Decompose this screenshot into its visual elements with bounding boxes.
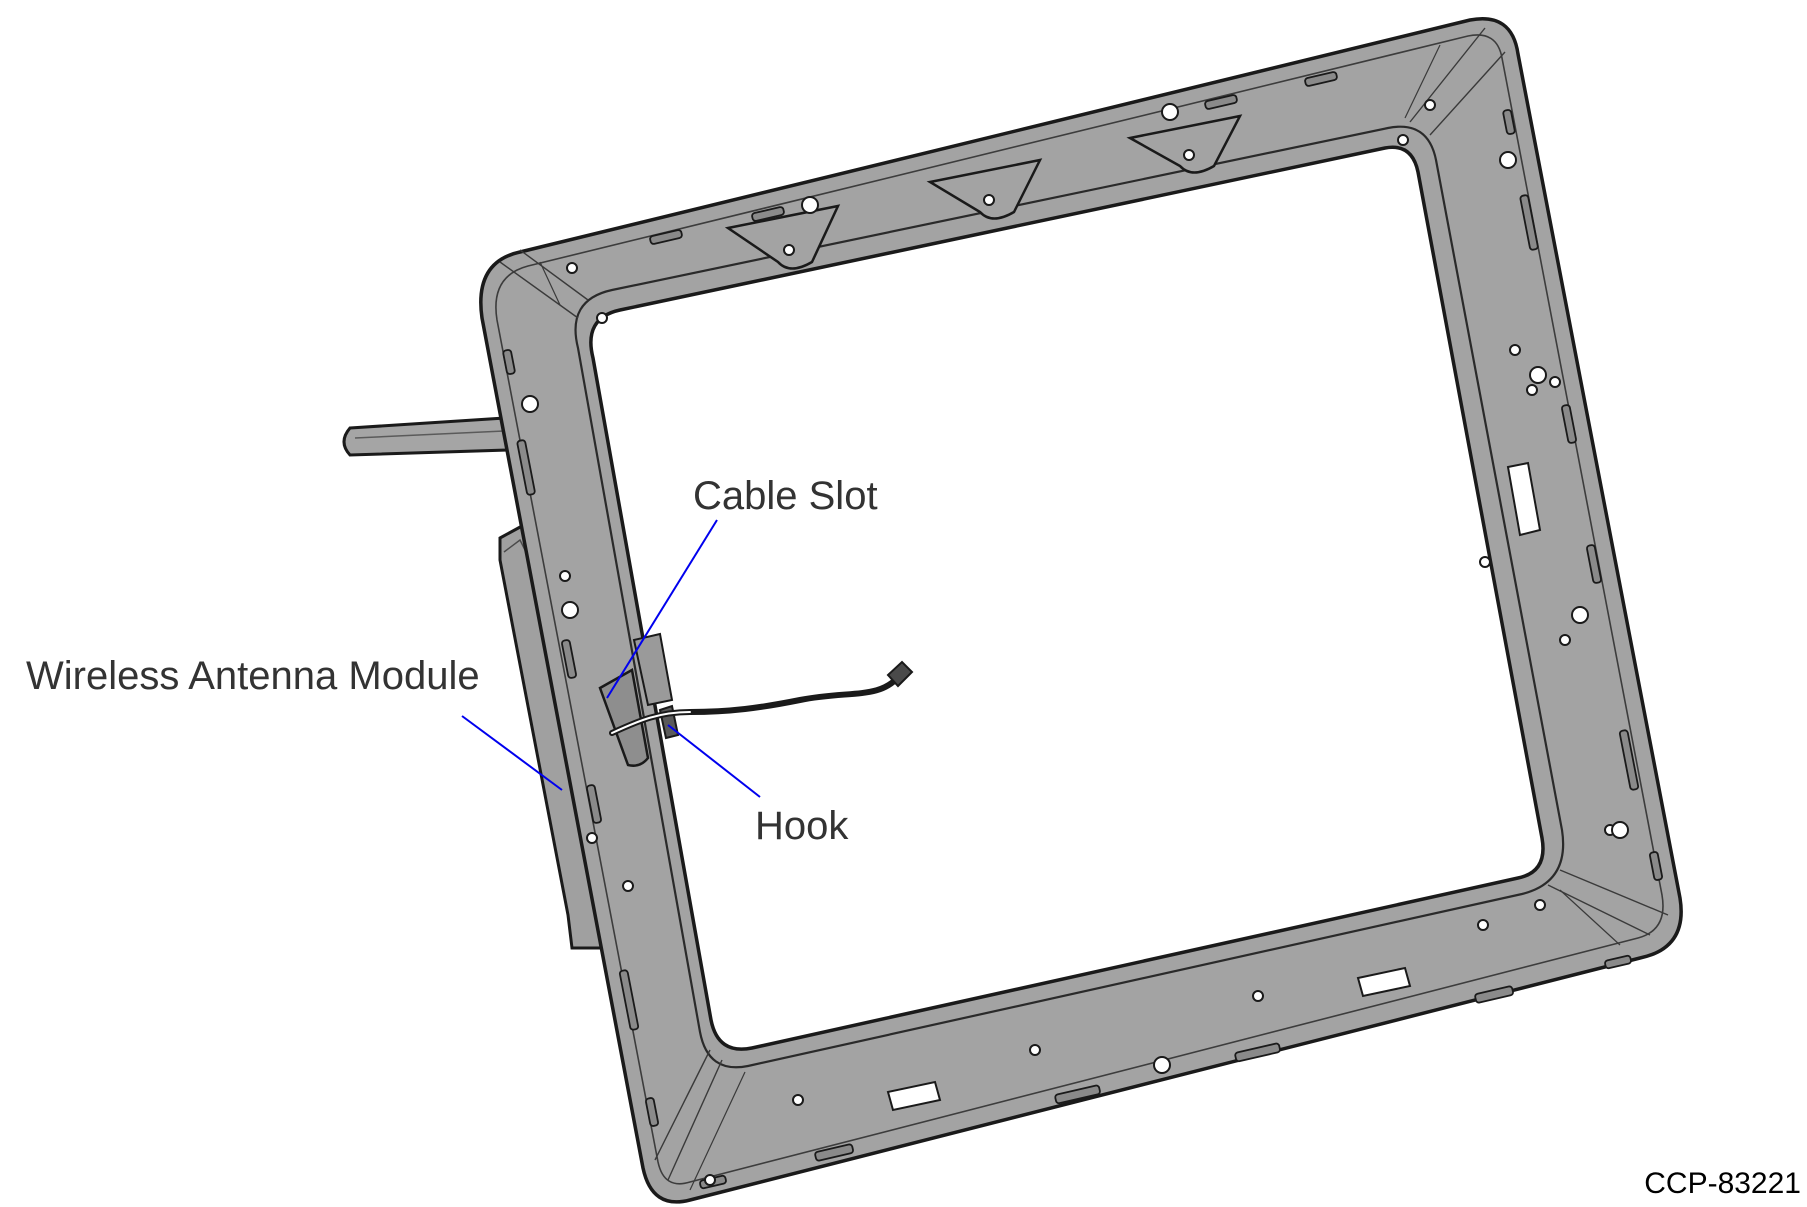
leader-hook — [667, 724, 761, 798]
callout-cable-slot: Cable Slot — [693, 474, 878, 518]
frame-body — [479, 17, 1683, 1204]
figure-id: CCP-83221 — [1644, 1167, 1801, 1200]
antenna-rod — [342, 416, 509, 457]
leader-lines — [461, 519, 761, 798]
leader-cable-slot — [606, 519, 718, 699]
callout-wireless-antenna-module: Wireless Antenna Module — [26, 654, 480, 698]
callout-hook: Hook — [755, 804, 849, 848]
antenna-cable — [609, 660, 914, 736]
leader-antenna-module — [461, 715, 563, 791]
cable-slot — [598, 632, 674, 767]
